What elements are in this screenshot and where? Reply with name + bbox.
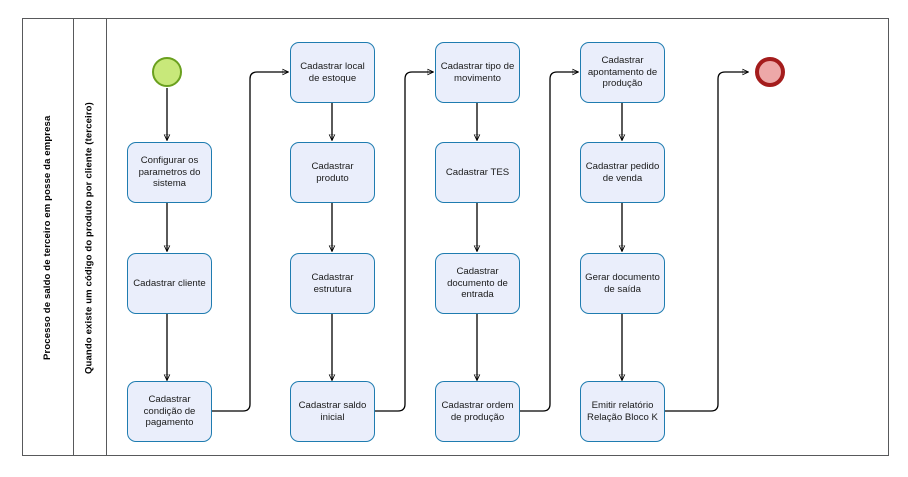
task-t4[interactable]: Cadastrar local de estoque bbox=[290, 42, 375, 103]
task-label: Cadastrar apontamento de produção bbox=[587, 54, 658, 90]
start-event[interactable] bbox=[152, 57, 182, 87]
task-label: Cadastrar pedido de venda bbox=[585, 160, 660, 184]
task-t15[interactable]: Emitir relatório Relação Bloco K bbox=[580, 381, 665, 442]
task-t7[interactable]: Cadastrar saldo inicial bbox=[290, 381, 375, 442]
task-t8[interactable]: Cadastrar tipo de movimento bbox=[435, 42, 520, 103]
end-event[interactable] bbox=[755, 57, 785, 87]
lane-divider-2 bbox=[106, 19, 107, 455]
task-label: Cadastrar ordem de produção bbox=[441, 399, 514, 423]
task-t12[interactable]: Cadastrar apontamento de produção bbox=[580, 42, 665, 103]
task-label: Cadastrar saldo inicial bbox=[298, 399, 367, 423]
task-t2[interactable]: Cadastrar cliente bbox=[127, 253, 212, 314]
task-label: Cadastrar TES bbox=[445, 166, 510, 178]
task-label: Cadastrar local de estoque bbox=[300, 60, 365, 84]
task-label: Emitir relatório Relação Bloco K bbox=[587, 399, 658, 423]
task-t9[interactable]: Cadastrar TES bbox=[435, 142, 520, 203]
lane-divider-1 bbox=[73, 19, 74, 455]
task-label: Cadastrar estrutura bbox=[311, 271, 354, 295]
task-t5[interactable]: Cadastrar produto bbox=[290, 142, 375, 203]
task-t1[interactable]: Configurar os parametros do sistema bbox=[127, 142, 212, 203]
lane-title-label: Quando existe um código do produto por c… bbox=[83, 102, 95, 374]
task-label: Cadastrar cliente bbox=[133, 277, 206, 289]
task-label: Configurar os parametros do sistema bbox=[138, 154, 201, 190]
task-t14[interactable]: Gerar documento de saída bbox=[580, 253, 665, 314]
task-t3[interactable]: Cadastrar condição de pagamento bbox=[127, 381, 212, 442]
task-label: Cadastrar produto bbox=[311, 160, 354, 184]
task-t13[interactable]: Cadastrar pedido de venda bbox=[580, 142, 665, 203]
task-t10[interactable]: Cadastrar documento de entrada bbox=[435, 253, 520, 314]
task-label: Gerar documento de saída bbox=[585, 271, 660, 295]
task-label: Cadastrar tipo de movimento bbox=[440, 60, 515, 84]
task-label: Cadastrar condição de pagamento bbox=[143, 393, 196, 429]
task-t11[interactable]: Cadastrar ordem de produção bbox=[435, 381, 520, 442]
task-label: Cadastrar documento de entrada bbox=[447, 265, 508, 301]
task-t6[interactable]: Cadastrar estrutura bbox=[290, 253, 375, 314]
pool-title-label: Processo de saldo de terceiro em posse d… bbox=[41, 115, 53, 361]
